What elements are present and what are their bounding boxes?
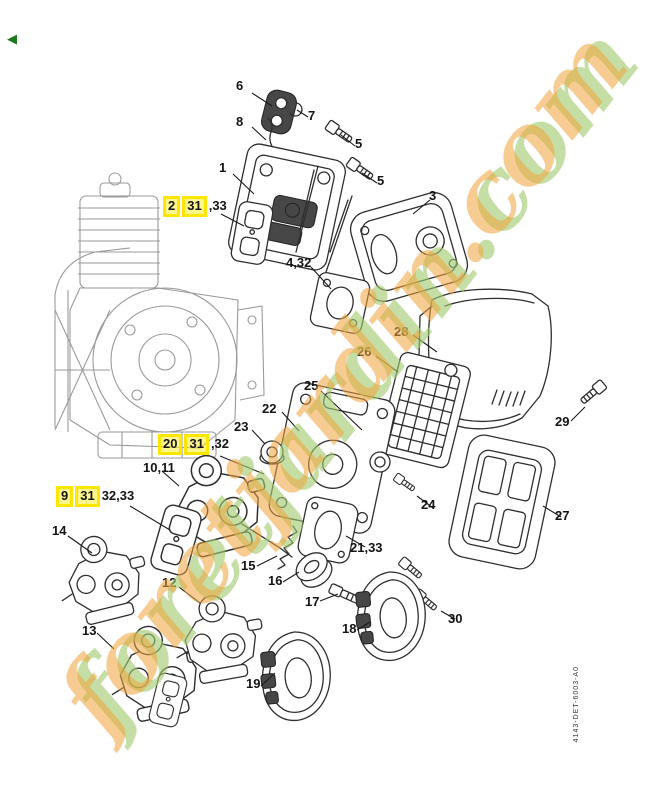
part-label-19: 19 [246,676,262,692]
part-label-5a: 5 [355,136,364,152]
label-text: ,32 [210,436,230,451]
back-arrow-icon[interactable]: ◀ [7,31,17,46]
label-text: 16 [268,573,283,588]
label-text: 7 [308,108,316,123]
part-screw-29 [578,378,608,407]
part-label-21-33: 21,33 [350,540,385,556]
label-text: 19 [246,676,261,691]
part-pump-6 [260,89,298,135]
label-text: 14 [52,523,67,538]
part-label-15: 15 [241,558,257,574]
part-label-1: 1 [219,160,228,176]
part-filter-cover-27 [448,434,556,570]
part-cover-19 [255,628,336,725]
part-gasket-21-33 [297,496,359,564]
label-text: 13 [82,623,97,638]
label-text: 18 [342,621,357,636]
part-label-22: 22 [262,401,278,417]
part-label-18: 18 [342,621,358,637]
part-nut-23 [259,440,285,465]
label-text: 15 [241,558,256,573]
drawing-number: 4143-DET-6003-A0 [573,666,580,743]
label-text: 6 [236,78,244,93]
label-text: 26 [357,344,372,359]
part-label-28: 28 [394,324,410,340]
highlight-box: 31 [75,486,100,507]
part-label-26: 26 [357,344,373,360]
label-text: 17 [305,594,320,609]
label-text: 23 [234,419,249,434]
highlight-box: 31 [182,196,207,217]
part-studs [295,165,353,273]
label-text: 5 [355,136,363,151]
label-text: 12 [162,575,177,590]
part-label-16: 16 [268,573,284,589]
label-text: 25 [304,378,319,393]
part-label-13: 13 [82,623,98,639]
highlight-box: 31 [184,434,209,455]
label-text: 29 [555,414,570,429]
part-label-8: 8 [236,114,245,130]
label-text: 21,33 [350,540,383,555]
part-label-6: 6 [236,78,245,94]
part-label-3: 3 [429,188,438,204]
part-label-30: 30 [448,611,464,627]
part-gasket-9 [148,502,204,578]
part-label-23: 23 [234,419,250,435]
label-text: 10,11 [143,460,175,475]
highlight-box: 20 [158,434,183,455]
highlight-box: 9 [56,486,74,507]
label-text: 5 [377,173,385,188]
highlight-box: 2 [163,196,181,217]
part-carburetor-14 [48,525,157,631]
part-muffler-3 [349,192,469,302]
part-wire-8 [267,117,275,156]
part-spring-15 [277,525,298,570]
label-text: 28 [394,324,409,339]
part-screw-24 [392,472,417,494]
part-gasket-4-32 [309,272,371,334]
part-label-7: 7 [308,108,317,124]
label-text: 32,33 [101,488,135,503]
part-label-12: 12 [162,575,178,591]
label-text: 22 [262,401,277,416]
label-text: 4,32 [286,255,312,270]
label-text: 1 [219,160,227,175]
label-text: 30 [448,611,463,626]
part-label-25: 25 [304,378,320,394]
label-text: ,33 [208,198,227,213]
engine-assembly [54,172,265,459]
label-text: 8 [236,114,244,129]
part-label-17: 17 [305,594,321,610]
part-label-10-11: 10,11 [143,460,177,476]
part-label-27: 27 [555,508,571,524]
part-label-14: 14 [52,523,68,539]
leader-lines [67,92,586,687]
label-text: 27 [555,508,570,523]
part-cover-18 [350,568,431,665]
part-label-4-32: 4,32 [286,255,313,271]
part-label-24: 24 [421,497,437,513]
label-text: 24 [421,497,436,512]
part-label-5b: 5 [377,173,386,189]
label-text: 3 [429,188,437,203]
part-label-29: 29 [555,414,571,430]
part-grommet-16 [295,552,333,588]
part-nut-25 [369,451,391,473]
